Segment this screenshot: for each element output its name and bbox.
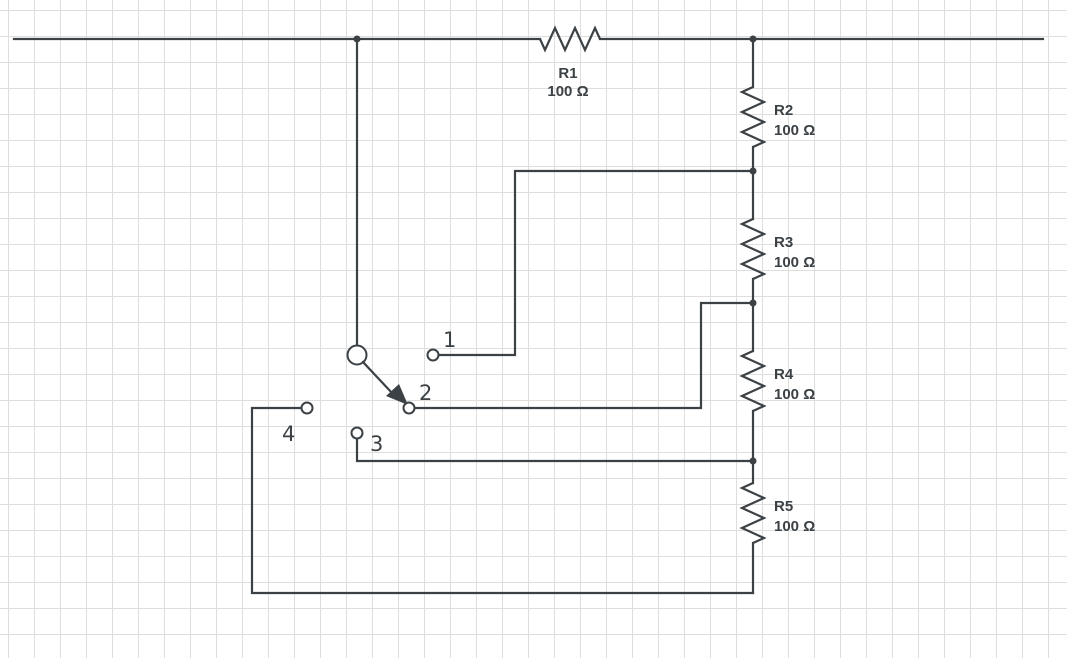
junction-node [353,35,361,43]
r4-name: R4 [774,366,794,383]
switch-label-4: 4 [282,422,295,446]
r3-name: R3 [774,234,793,251]
r3-value: 100 Ω [774,254,815,271]
junction-node [749,299,757,307]
r5-value: 100 Ω [774,518,815,535]
resistor-r4 [739,349,767,413]
switch-pivot[interactable] [346,344,368,366]
junction-node [749,35,757,43]
wire-tap-3 [355,436,755,463]
junction-node [749,457,757,465]
resistor-r2 [739,85,767,149]
junction-node [749,167,757,175]
switch-label-3: 3 [370,432,383,456]
r1-name: R1 [558,65,577,82]
r4-value: 100 Ω [774,386,815,403]
resistor-r3 [739,217,767,281]
resistor-r5 [739,481,767,545]
resistor-r1 [538,25,602,53]
switch-terminal-1[interactable] [426,348,440,362]
switch-arm[interactable] [361,360,394,395]
r2-name: R2 [774,102,793,119]
wire-tap-1 [437,169,755,357]
switch-label-2: 2 [419,381,432,405]
switch-terminal-2[interactable] [402,401,416,415]
wire-tap-4 [250,406,755,595]
wire-tap-2 [414,301,755,410]
switch-arrow-icon [386,384,408,405]
switch-terminal-4[interactable] [300,401,314,415]
switch-label-1: 1 [443,328,456,352]
r1-value: 100 Ω [547,83,588,100]
r5-name: R5 [774,498,793,515]
r2-value: 100 Ω [774,122,815,139]
switch-terminal-3[interactable] [350,426,364,440]
